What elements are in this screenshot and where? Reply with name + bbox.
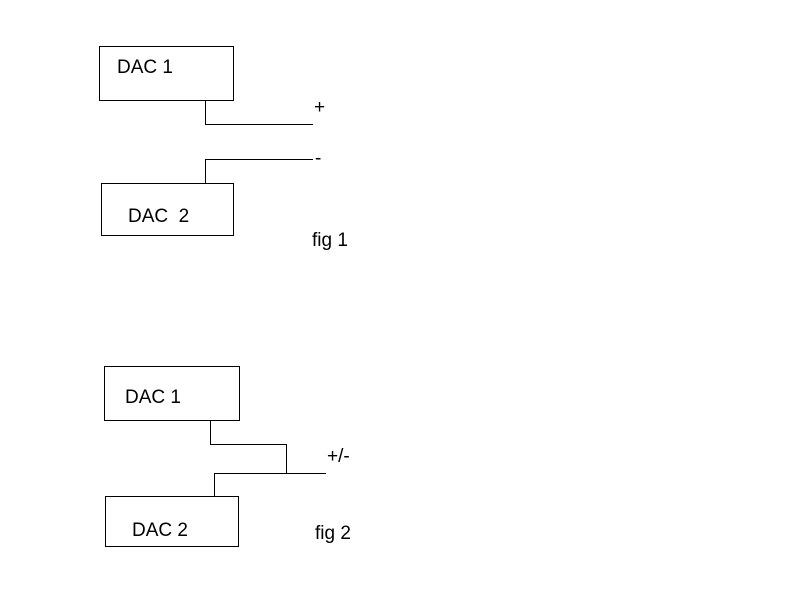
- fig2-output-label: +/-: [327, 446, 350, 467]
- fig1-plus-label: +: [314, 97, 325, 118]
- fig2-dac1-wire: [210, 420, 287, 473]
- fig1-caption: fig 1: [312, 230, 348, 251]
- figure-1: DAC 1 + - DAC 2 fig 1: [99, 46, 348, 251]
- fig2-dac2-label: DAC 2: [132, 520, 188, 541]
- fig1-dac1-label: DAC 1: [117, 57, 173, 78]
- fig1-dac2-box: [101, 183, 234, 236]
- fig1-dac1-box: [99, 46, 234, 101]
- fig1-plus-wire: [205, 100, 313, 125]
- fig2-dac2-box: [105, 496, 239, 547]
- fig2-dac1-label: DAC 1: [125, 387, 181, 408]
- fig1-minus-label: -: [315, 148, 321, 169]
- figure-2: DAC 1 +/- DAC 2 fig 2: [104, 366, 351, 547]
- fig1-dac2-label: DAC 2: [128, 206, 189, 227]
- fig2-caption: fig 2: [315, 523, 351, 544]
- fig2-dac1-box: [104, 366, 240, 421]
- fig2-output-wire: [214, 473, 326, 497]
- fig1-minus-wire: [205, 159, 313, 184]
